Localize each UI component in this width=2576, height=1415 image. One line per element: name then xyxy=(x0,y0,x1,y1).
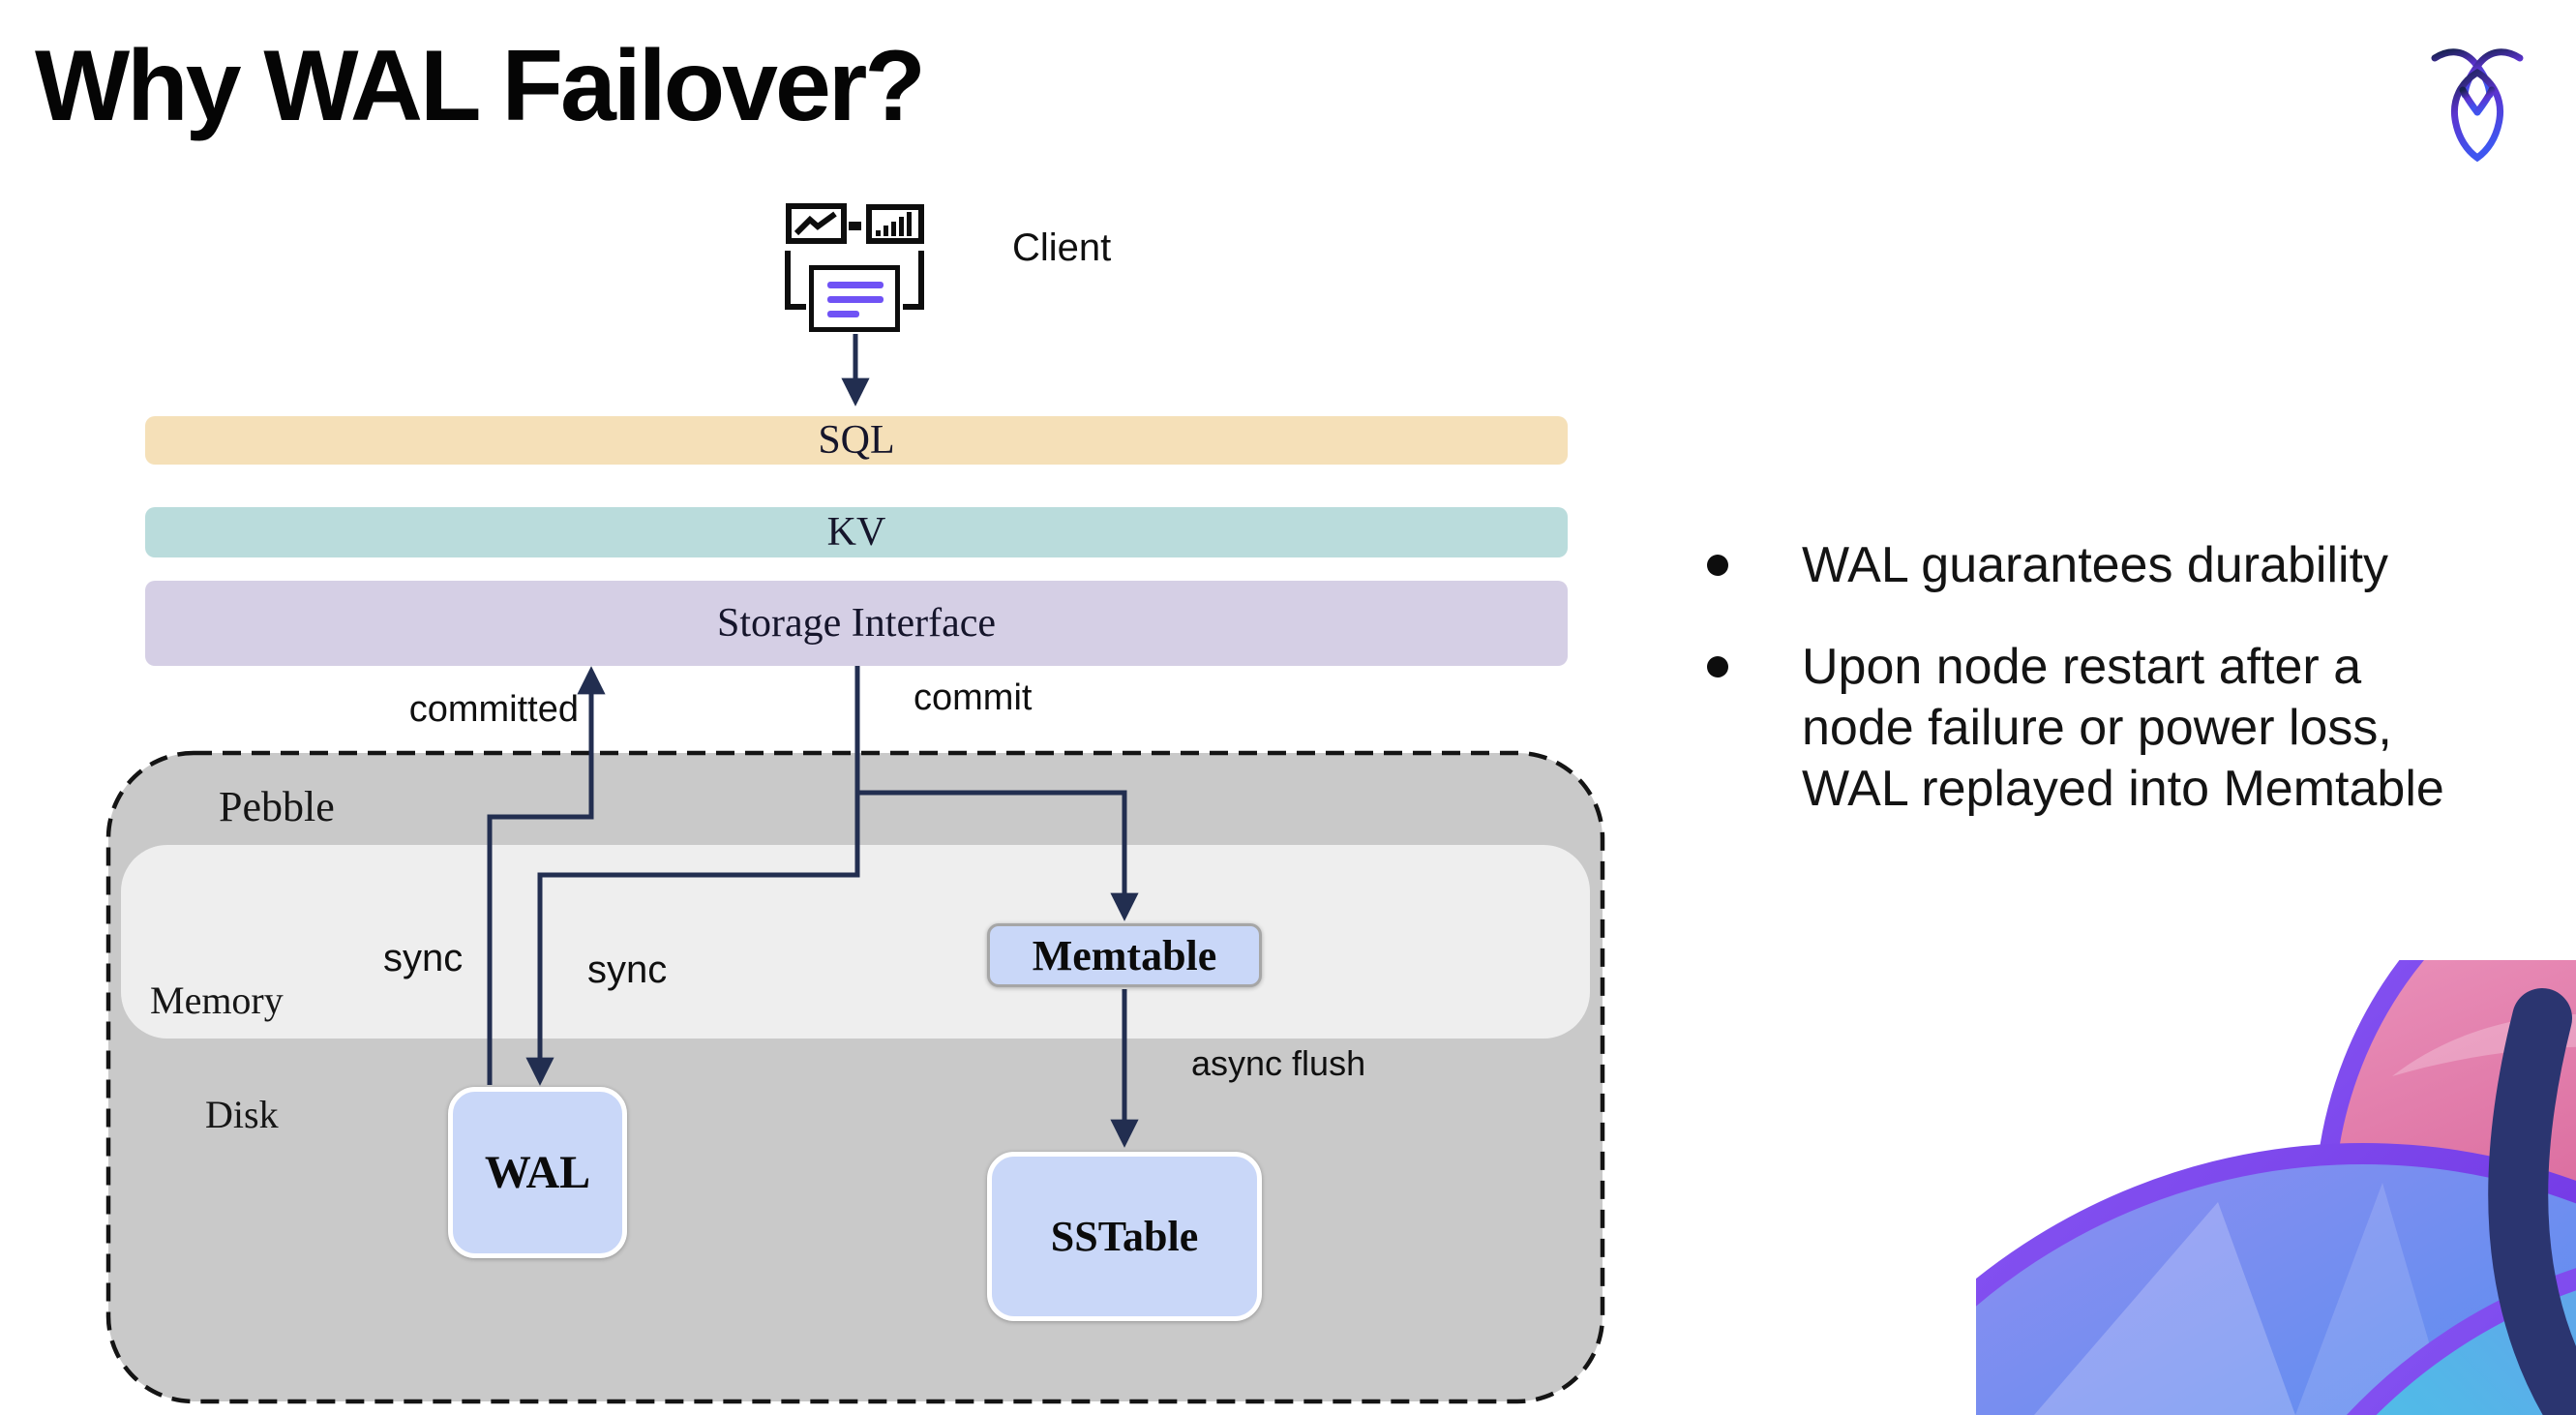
bracket-left-icon xyxy=(785,251,806,310)
bar-chart-icon xyxy=(866,204,924,244)
bullet-line: WAL guarantees durability xyxy=(1802,537,2389,593)
wal-label: WAL xyxy=(484,1147,591,1198)
bullet-dot xyxy=(1707,555,1728,576)
client-label: Client xyxy=(1012,226,1112,269)
layer-bar-kv: KV xyxy=(145,507,1568,557)
layer-bar-sql: SQL xyxy=(145,416,1568,465)
memtable-box: Memtable xyxy=(987,923,1262,987)
layer-label-storage-interface: Storage Interface xyxy=(717,601,996,646)
bullet-line: Upon node restart after a xyxy=(1802,639,2362,695)
bullet-line: node failure or power loss, xyxy=(1802,700,2392,756)
disk-label: Disk xyxy=(205,1093,279,1136)
edge-label-commit: commit xyxy=(914,677,1033,718)
dash-connector xyxy=(849,222,861,230)
memtable-label: Memtable xyxy=(1032,931,1217,979)
bullet-item: Upon node restart after a node failure o… xyxy=(1705,637,2557,820)
layer-label-kv: KV xyxy=(826,510,886,555)
sstable-box: SSTable xyxy=(987,1152,1262,1321)
cockroachdb-logo-icon xyxy=(2431,48,2524,163)
layer-bar-storage-interface: Storage Interface xyxy=(145,581,1568,666)
art-roach-glyph xyxy=(2488,988,2576,1415)
memory-region xyxy=(121,845,1590,1039)
layer-label-sql: SQL xyxy=(818,418,895,463)
edge-label-sync-right: sync xyxy=(587,948,668,991)
pebble-label: Pebble xyxy=(219,783,335,830)
bullet-item: WAL guarantees durability xyxy=(1705,535,2557,596)
bullet-dot xyxy=(1707,656,1728,677)
document-icon xyxy=(809,265,900,332)
client-icon xyxy=(779,198,934,339)
page-title: Why WAL Failover? xyxy=(35,30,926,142)
bullet-line: WAL replayed into Memtable xyxy=(1802,761,2444,817)
edge-label-sync-left: sync xyxy=(383,937,464,979)
brand-art xyxy=(1976,960,2576,1415)
edge-label-committed: committed xyxy=(408,689,579,730)
sstable-label: SSTable xyxy=(1050,1213,1199,1260)
edge-label-async-flush: async flush xyxy=(1191,1043,1366,1083)
line-chart-icon xyxy=(786,203,847,244)
wal-box: WAL xyxy=(448,1087,627,1258)
bracket-right-icon xyxy=(903,251,924,310)
bullet-list: WAL guarantees durability Upon node rest… xyxy=(1705,535,2557,820)
memory-label: Memory xyxy=(150,978,284,1022)
